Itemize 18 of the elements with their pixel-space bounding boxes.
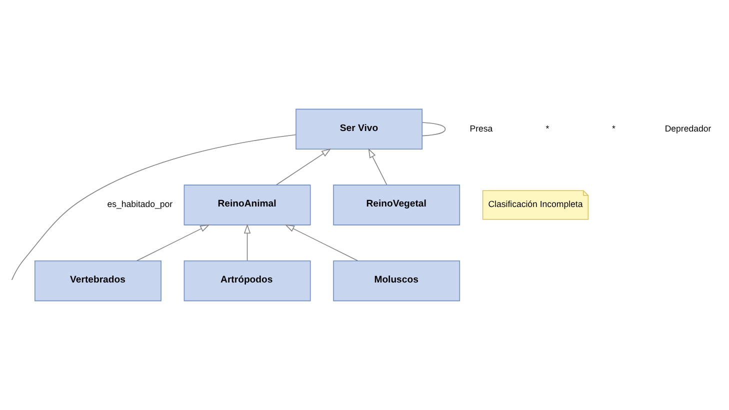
arrow [284,224,358,262]
connector [422,122,446,136]
node-box: Artrópodos [184,260,311,302]
arrow [368,148,388,186]
label: * [546,123,550,134]
node-box: Vertebrados [34,260,162,302]
label: Depredador [664,123,712,134]
node-box: ReinoVegetal [333,184,460,226]
arrow [276,148,332,186]
edge-label: es_habitado_por [107,199,173,210]
label: * [612,123,616,134]
label: Presa [470,123,493,134]
arrow [136,224,210,262]
connector [11,134,296,280]
arrow [244,224,251,261]
node-box: ReinoAnimal [184,184,311,226]
node-box: Ser Vivo [296,108,423,150]
node-box: Moluscos [333,260,460,302]
